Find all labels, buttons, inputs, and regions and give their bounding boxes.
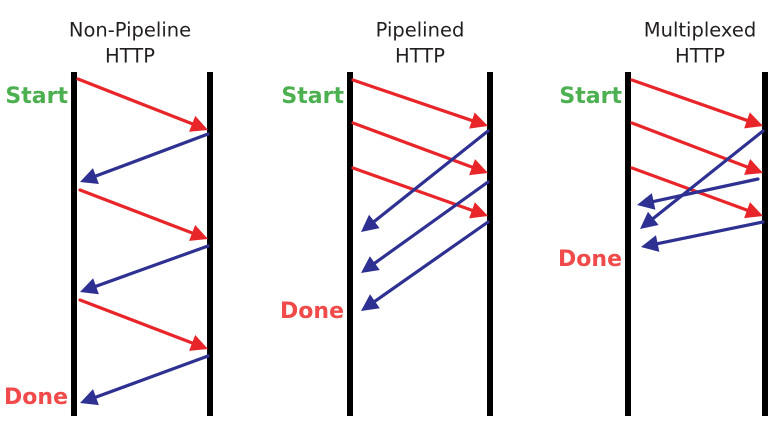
response-arrow-multiplexed-1 [640,129,765,229]
response-arrow-multiplexed-shaft [648,177,760,204]
response-arrow-multiplexed-3 [641,220,765,252]
response-arrow-multiplexed-head [640,211,659,229]
request-arrow-pipelined-head [469,112,488,129]
panel-title-line2-pipelined: HTTP [395,44,445,67]
request-arrow-pipelined-3 [351,166,488,219]
request-arrow-non-pipeline-2 [78,188,208,241]
response-arrow-non-pipeline-head [80,389,99,406]
response-arrow-multiplexed-shaft [652,220,765,246]
request-arrow-non-pipeline-head [189,115,208,132]
response-arrow-pipelined-shaft [369,129,490,226]
start-label-pipelined: Start [281,84,344,109]
done-label-pipelined: Done [280,299,344,324]
request-arrow-multiplexed-head [744,112,763,129]
request-arrow-multiplexed-shaft [630,78,753,124]
response-arrow-pipelined-head [361,294,380,311]
response-arrow-non-pipeline-1 [80,132,210,184]
request-arrow-pipelined-shaft [351,78,478,124]
response-arrow-non-pipeline-3 [80,354,210,406]
done-label-non-pipeline: Done [4,385,68,410]
start-label-non-pipeline: Start [5,84,68,109]
response-arrow-pipelined-2 [361,180,490,273]
response-arrow-pipelined-shaft [370,220,490,306]
request-arrow-pipelined-1 [351,78,488,129]
request-arrow-non-pipeline-head [189,224,208,241]
request-arrow-multiplexed-2 [630,121,763,175]
done-label-multiplexed: Done [558,247,622,272]
response-arrow-multiplexed-head [641,235,660,252]
response-arrow-non-pipeline-shaft [90,132,210,180]
response-arrow-non-pipeline-2 [80,244,210,295]
request-arrow-non-pipeline-1 [76,77,208,132]
request-arrow-pipelined-head [469,159,488,176]
response-arrow-pipelined-head [361,256,380,273]
request-arrow-pipelined-2 [351,121,488,176]
panel-title-line1-non-pipeline: Non-Pipeline [69,18,191,41]
request-arrow-non-pipeline-shaft [76,77,198,127]
request-arrow-pipelined-shaft [351,121,478,171]
response-arrow-pipelined-3 [361,220,490,311]
start-label-multiplexed: Start [559,84,622,109]
response-arrow-multiplexed-2 [637,177,760,210]
request-arrow-pipelined-head [469,202,488,219]
request-arrow-multiplexed-1 [630,78,763,129]
response-arrow-non-pipeline-head [80,278,99,295]
panel-title-line2-multiplexed: HTTP [675,44,725,67]
response-arrow-pipelined-shaft [369,180,490,268]
response-arrow-non-pipeline-head [80,168,99,184]
response-arrow-pipelined-1 [361,129,490,232]
panel-title-line1-pipelined: Pipelined [376,18,465,41]
request-arrow-non-pipeline-3 [78,298,208,351]
panel-title-line2-non-pipeline: HTTP [105,44,155,67]
response-arrow-multiplexed-head [637,193,656,210]
request-arrow-non-pipeline-shaft [78,188,198,236]
request-arrow-non-pipeline-shaft [78,298,198,346]
request-arrow-non-pipeline-head [189,334,208,351]
request-arrow-multiplexed-shaft [630,121,753,170]
response-arrow-non-pipeline-shaft [90,244,210,290]
response-arrow-multiplexed-shaft [648,129,765,223]
request-arrow-multiplexed-head [744,202,763,219]
response-arrow-pipelined-head [361,214,380,232]
request-arrow-multiplexed-head [744,158,763,175]
panel-title-line1-multiplexed: Multiplexed [644,18,756,41]
response-arrow-non-pipeline-shaft [90,354,210,401]
